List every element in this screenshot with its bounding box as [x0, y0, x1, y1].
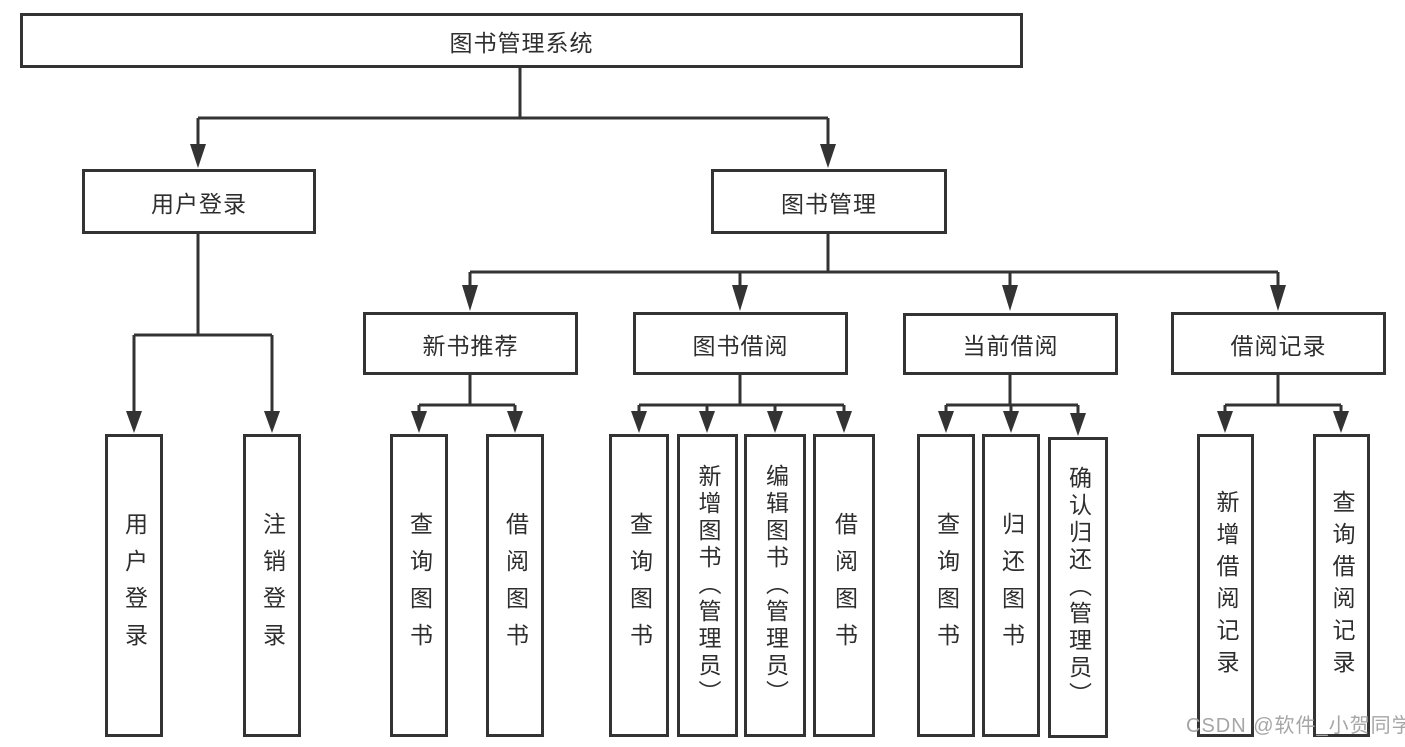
watermark-text: CSDN @软件_小贺同学 [1186, 715, 1405, 737]
node-borrow-records: 借阅记录 [1171, 312, 1386, 375]
leaf-edit-book-admin: 编辑图书（管理员） [744, 434, 806, 737]
leaf-borrow-books-borrowing: 借阅图书 [813, 434, 875, 737]
leaf-user-login: 用户登录 [105, 434, 163, 737]
node-current-borrowing: 当前借阅 [903, 313, 1118, 375]
node-new-book-recommend: 新书推荐 [363, 312, 578, 375]
leaf-add-book-admin: 新增图书（管理员） [677, 434, 738, 737]
leaf-confirm-return-admin: 确认归还（管理员） [1048, 437, 1108, 738]
node-book-management: 图书管理 [711, 169, 947, 234]
node-book-borrowing: 图书借阅 [633, 312, 848, 375]
node-user-login: 用户登录 [82, 169, 316, 234]
leaf-add-borrow-record: 新增借阅记录 [1197, 434, 1254, 737]
leaf-borrow-books-recommend: 借阅图书 [486, 434, 544, 737]
leaf-return-books: 归还图书 [982, 434, 1040, 737]
leaf-query-books-borrowing: 查询图书 [609, 434, 669, 737]
leaf-query-books-recommend: 查询图书 [390, 434, 448, 737]
leaf-query-borrow-record: 查询借阅记录 [1313, 434, 1370, 737]
leaf-logout: 注销登录 [243, 434, 301, 737]
leaf-query-books-current: 查询图书 [917, 434, 975, 737]
node-library-system: 图书管理系统 [20, 13, 1023, 68]
